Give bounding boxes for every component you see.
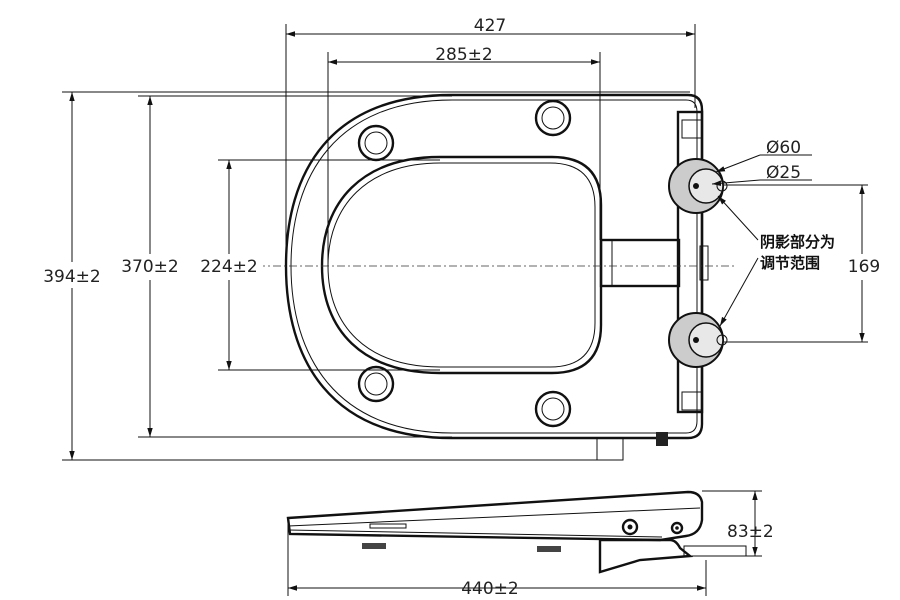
side-button-icon [670, 521, 684, 535]
side-seat-profile [286, 490, 704, 542]
dim-169: 169 [848, 257, 880, 277]
dim-370: 370±2 [121, 257, 179, 277]
dim-394: 394±2 [43, 267, 101, 287]
center-connector [599, 238, 681, 288]
hinge-bar [676, 110, 704, 414]
dim-440: 440±2 [461, 579, 519, 599]
seat-outline-inner [290, 99, 698, 434]
side-foot [537, 546, 561, 552]
dim-dia-60: Ø60 [766, 138, 801, 158]
seat-opening [320, 155, 603, 375]
dim-dia-25: Ø25 [766, 163, 801, 183]
dim-285: 285±2 [435, 45, 493, 65]
annotation-line-2: 调节范围 [760, 254, 820, 272]
bumper-pad [534, 390, 572, 428]
bumper-pad [357, 365, 395, 403]
rear-tab [596, 437, 624, 461]
side-mount-plate [683, 545, 747, 557]
bumper-pad [357, 124, 395, 162]
dim-224: 224±2 [200, 257, 258, 277]
bumper-pad [534, 99, 572, 137]
side-view [286, 490, 747, 574]
dim-427: 427 [474, 16, 506, 36]
annotation-line-1: 阴影部分为 [760, 233, 835, 251]
side-foot [362, 543, 386, 549]
side-hinge-body [598, 538, 694, 574]
hinge-top [668, 158, 728, 214]
rear-tab-small [656, 432, 668, 446]
hinge-bottom [668, 312, 728, 368]
dim-83: 83±2 [727, 522, 774, 542]
seat-outline [284, 93, 704, 440]
seat-opening-inner [327, 162, 596, 368]
power-button-icon [621, 518, 639, 536]
top-view [225, 93, 735, 461]
